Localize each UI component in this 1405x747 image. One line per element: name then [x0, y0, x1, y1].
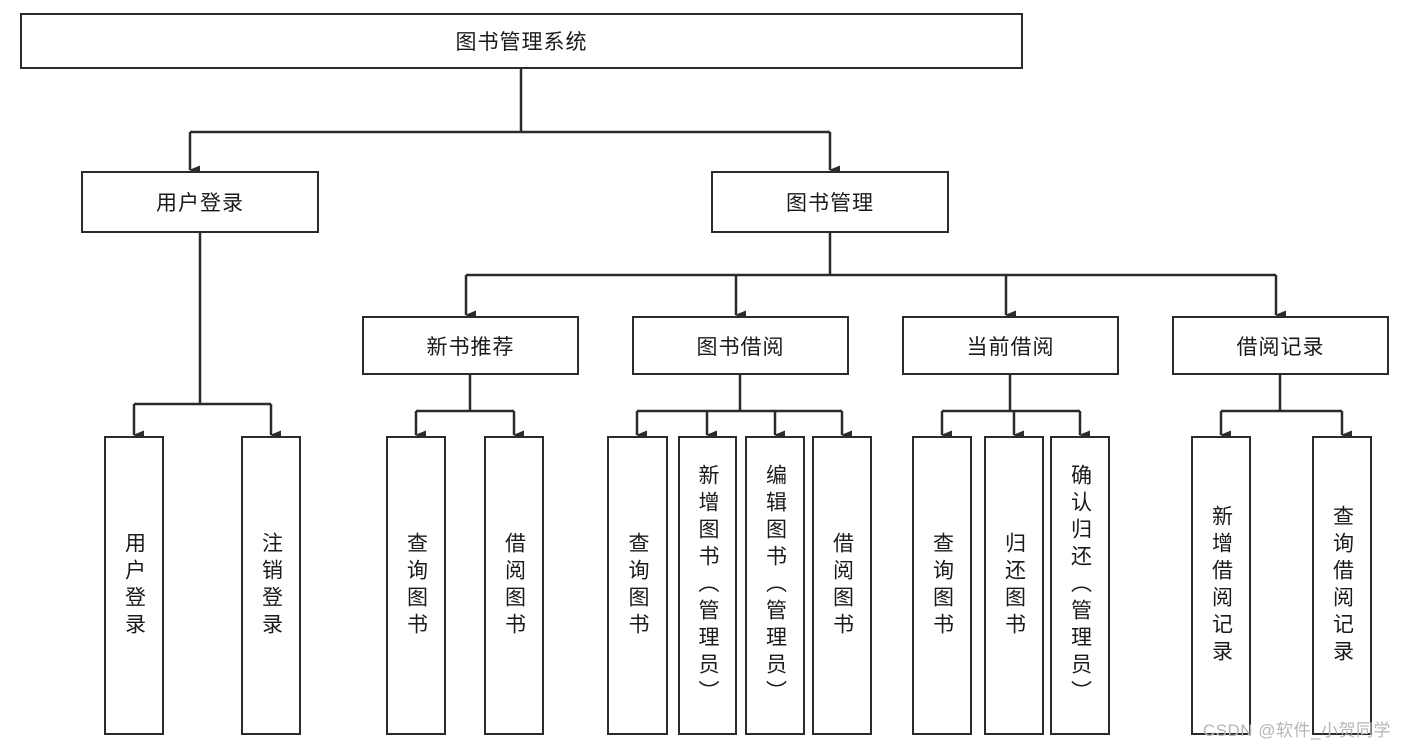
node-leaf-query-record[interactable]: 查询借阅记录	[1312, 436, 1372, 735]
watermark-text: CSDN @软件_小贺同学	[1202, 721, 1391, 740]
node-leaf-add-book[interactable]: 新增图书（管理员）	[678, 436, 737, 735]
node-label: 查询图书	[626, 531, 649, 640]
node-label: 当前借阅	[966, 335, 1055, 359]
node-label: 归还图书	[1002, 531, 1026, 640]
node-label: 注销登录	[259, 531, 283, 640]
node-label: 图书管理系统	[455, 31, 588, 54]
node-new-book-rec[interactable]: 新书推荐	[362, 316, 579, 375]
node-leaf-confirm-return[interactable]: 确认归还（管理员）	[1050, 436, 1110, 735]
node-label: 新增图书（管理员）	[696, 464, 719, 707]
node-label: 用户登录	[122, 531, 146, 640]
node-leaf-borrow-book-rec[interactable]: 借阅图书	[484, 436, 544, 735]
node-leaf-query-book[interactable]: 查询图书	[607, 436, 668, 735]
node-label: 新书推荐	[426, 335, 515, 359]
node-leaf-query-book-rec[interactable]: 查询图书	[386, 436, 446, 735]
node-label: 借阅记录	[1236, 335, 1325, 359]
node-label: 用户登录	[156, 192, 244, 215]
node-label: 查询图书	[930, 531, 954, 640]
node-borrow-record[interactable]: 借阅记录	[1172, 316, 1389, 375]
node-book-manage[interactable]: 图书管理	[711, 171, 949, 233]
node-leaf-query-book-cur[interactable]: 查询图书	[912, 436, 972, 735]
node-leaf-user-logout[interactable]: 注销登录	[241, 436, 301, 735]
node-label: 借阅图书	[830, 531, 854, 640]
node-leaf-add-record[interactable]: 新增借阅记录	[1191, 436, 1251, 735]
node-root[interactable]: 图书管理系统	[20, 13, 1023, 69]
node-leaf-user-login[interactable]: 用户登录	[104, 436, 164, 735]
node-label: 查询借阅记录	[1330, 504, 1354, 667]
node-leaf-borrow-book[interactable]: 借阅图书	[812, 436, 872, 735]
node-user-login[interactable]: 用户登录	[81, 171, 319, 233]
node-leaf-return-book[interactable]: 归还图书	[984, 436, 1044, 735]
node-label: 新增借阅记录	[1209, 504, 1233, 667]
node-label: 借阅图书	[502, 531, 526, 640]
node-book-borrow[interactable]: 图书借阅	[632, 316, 849, 375]
node-current-borrow[interactable]: 当前借阅	[902, 316, 1119, 375]
node-label: 查询图书	[404, 531, 428, 640]
node-leaf-edit-book[interactable]: 编辑图书（管理员）	[745, 436, 805, 735]
node-label: 图书借阅	[696, 335, 785, 359]
edge-group	[132, 69, 1352, 440]
node-label: 确认归还（管理员）	[1068, 464, 1092, 707]
node-label: 图书管理	[786, 192, 874, 215]
node-label: 编辑图书（管理员）	[763, 464, 787, 707]
